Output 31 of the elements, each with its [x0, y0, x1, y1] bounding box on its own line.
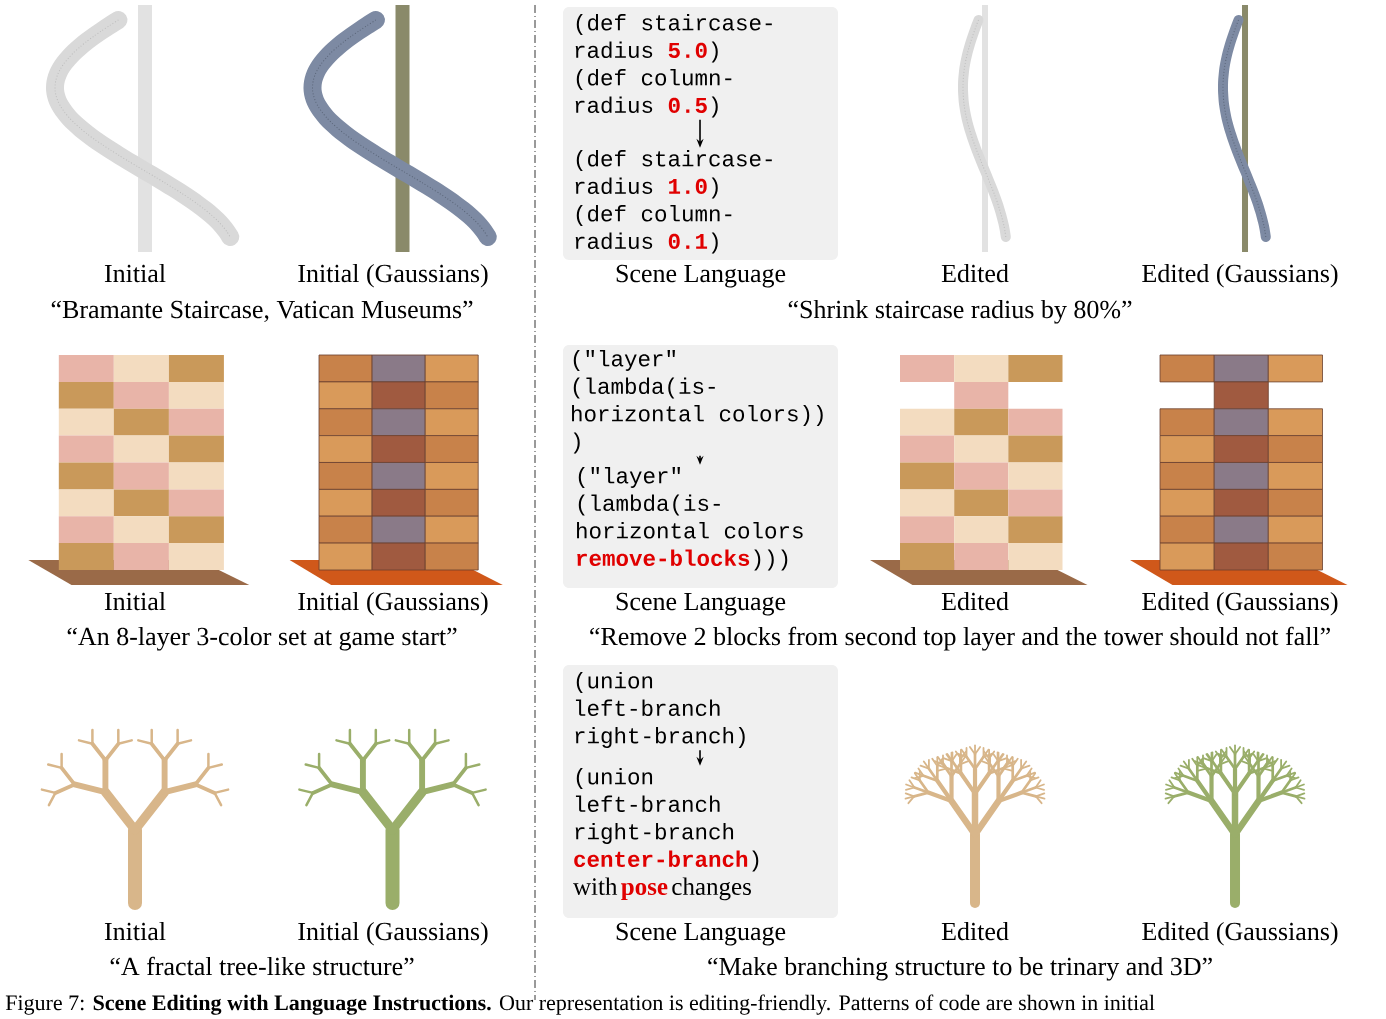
render-label: Initial	[104, 591, 166, 611]
prompt-caption: “Remove 2 blocks from second top layer and the tower should not fall”	[590, 626, 1330, 651]
code-snippet: (def staircase- radius 5.0) (def column- radius 0.5)	[575, 14, 772, 118]
code-panel	[563, 7, 838, 260]
code-panel	[563, 345, 838, 588]
code-snippet: ("layer" (lambda(is- horizontal colors)) )	[572, 350, 823, 454]
prompt-caption: “An 8-layer 3-color set at game start”	[67, 626, 457, 651]
render-label: Edited	[941, 921, 1009, 941]
render-label: Edited	[941, 591, 1009, 611]
panel-caption: Scene Language	[616, 264, 786, 288]
render-label: Edited (Gaussians)	[1142, 591, 1338, 616]
code-snippet: ("layer" (lambda(is- horizontal colors remove-blocks)))	[577, 467, 803, 571]
render-label: Edited (Gaussians)	[1142, 921, 1338, 946]
code-snippet: (def staircase- radius 1.0) (def column- radius 0.1)	[575, 150, 772, 254]
prompt-caption: “Make branching structure to be trinary and 3D”	[708, 956, 1212, 981]
prompt-caption: “Bramante Staircase, Vatican Museums”	[51, 300, 473, 322]
code-panel	[563, 665, 838, 918]
render-label: Edited	[941, 263, 1009, 283]
render-label: Initial (Gaussians)	[298, 591, 488, 616]
figure-caption: Figure 7: Scene Editing with Language Instructions. Our representation is editing-friendly. Patterns of code are shown in initial	[5, 994, 1155, 1015]
code-snippet: (union left-branch right-branch)	[575, 672, 745, 748]
render-label: Edited (Gaussians)	[1142, 263, 1338, 288]
render-label: Initial	[104, 921, 166, 941]
panel-caption: Scene Language	[616, 592, 786, 616]
render-label: Initial (Gaussians)	[298, 263, 488, 288]
prompt-caption: “A fractal tree-like structure”	[110, 956, 414, 976]
prompt-caption: “Shrink staircase radius by 80%”	[788, 299, 1132, 324]
code-snippet: (union left-branch right-branch center-branch) withpose changes	[573, 768, 759, 901]
render-label: Initial (Gaussians)	[298, 921, 488, 946]
render-label: Initial	[104, 263, 166, 283]
panel-caption: Scene Language	[616, 922, 786, 946]
